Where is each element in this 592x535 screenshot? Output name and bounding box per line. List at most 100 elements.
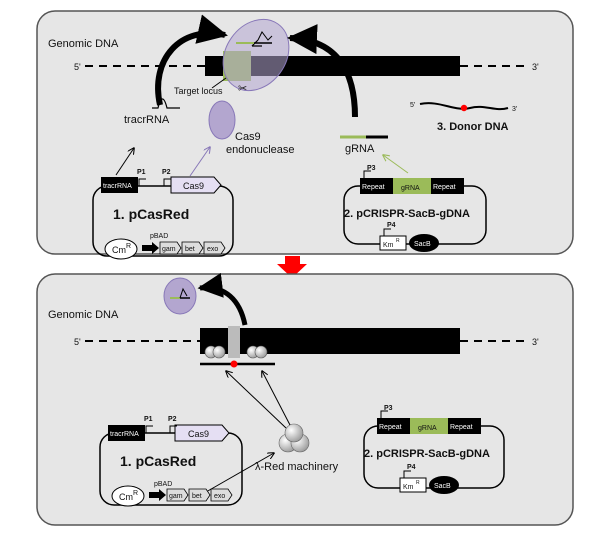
kmr-marker-bottom: [399, 477, 427, 493]
repeat1-box: [360, 178, 393, 194]
pbad-label-bottom: pBAD: [154, 481, 172, 488]
cmr-label: Cm: [112, 245, 126, 255]
cmr-marker: [104, 238, 138, 260]
donor-dna-strand: [419, 102, 509, 111]
pbad-promoter-arrow-bottom: [149, 489, 166, 501]
repeat1-label: Repeat: [362, 184, 385, 191]
plasmid1-name: 1. pCasRed: [113, 206, 189, 222]
cas9-complex-ellipse: [222, 18, 290, 92]
grna-spacer-label: gRNA: [401, 185, 420, 192]
plasmid-to-red-arrow: [205, 453, 274, 493]
pbad-promoter-arrow: [142, 242, 159, 254]
tracrrna-gene-box-bottom: [108, 425, 145, 441]
red-to-site-arrow2: [262, 371, 291, 426]
bet-gene: [181, 241, 204, 255]
genomic-dna-label: Genomic DNA: [48, 38, 119, 50]
grna-spacer-box: [393, 178, 431, 194]
gam-label-bottom: gam: [169, 493, 183, 500]
tracrrna-gene-label: tracrRNA: [103, 183, 132, 190]
incorporated-mutation-dot: [230, 360, 238, 368]
released-cas9-complex: [163, 277, 197, 315]
bet-label: bet: [185, 246, 195, 253]
lambda-red-machinery-icon: [278, 423, 310, 453]
kmr-sup-bottom: R: [416, 480, 420, 486]
p1-promoter-label-bottom: P1: [144, 416, 153, 423]
plasmid-pcrispr-bottom: Repeat gRNA Repeat P3 2. pCRISPR-SacB-gD…: [363, 405, 505, 494]
repeat2-box: [431, 178, 464, 194]
target-locus-label: Target locus: [174, 86, 223, 96]
sacb-label-bottom: SacB: [434, 483, 451, 490]
genome-block-bottom: [200, 328, 460, 354]
kmr-sup: R: [396, 238, 400, 244]
plasmid1-backbone: [92, 185, 234, 257]
p3-promoter-label-bottom: P3: [384, 405, 393, 412]
three-prime-label: 3': [532, 62, 539, 72]
p4-promoter-label-bottom: P4: [407, 464, 416, 471]
repeat1-box-bottom: [377, 418, 410, 434]
donor-five-prime: 5': [410, 102, 415, 109]
repeat1-label-bottom: Repeat: [379, 424, 402, 431]
p2-promoter-label: P2: [162, 169, 171, 176]
transition-arrow: [277, 256, 307, 278]
exo-gene: [203, 241, 226, 255]
three-prime-label-bottom: 3': [532, 337, 539, 347]
donor-three-prime: 3': [512, 106, 517, 113]
beta-protein-left2: [212, 345, 226, 359]
tracrrna-to-target-arrow: [155, 14, 228, 106]
scissors-icon: ✂: [238, 83, 247, 95]
donor-mutation-dot: [460, 104, 468, 112]
p3-expression-arrow: [383, 155, 409, 174]
sacb-label: SacB: [414, 241, 431, 248]
cmr-marker-bottom: [111, 485, 145, 507]
plasmid1-name-bottom: 1. pCasRed: [120, 453, 196, 469]
p1-transcription-arrow: [115, 148, 134, 176]
bet-gene-bottom: [188, 488, 211, 502]
tracrrna-gene-label-bottom: tracrRNA: [110, 431, 139, 438]
genomic-dna-label-bottom: Genomic DNA: [48, 309, 119, 321]
repeat2-box-bottom: [448, 418, 481, 434]
cas9-label-line1: Cas9: [235, 131, 261, 143]
cmr-sup-bottom: R: [133, 490, 138, 497]
cmr-sup: R: [126, 243, 131, 250]
tracrrna-squiggle: [152, 98, 180, 109]
cas9-gene-box: [170, 176, 222, 194]
lambda-red-label: λ-Red machinery: [255, 461, 339, 473]
p4-promoter-label: P4: [387, 222, 396, 229]
plasmid1-backbone-bottom: [99, 432, 243, 506]
tracrrna-label: tracrRNA: [124, 114, 170, 126]
exo-label: exo: [207, 246, 218, 253]
plasmid-pcrispr-top: Repeat gRNA Repeat P3 2. pCRISPR-SacB-gD…: [343, 165, 487, 252]
bet-label-bottom: bet: [192, 493, 202, 500]
release-arrow: [197, 272, 248, 326]
grna-label: gRNA: [345, 143, 375, 155]
top-panel: Genomic DNA 5' 3' ✂ Target locus tracrRN…: [36, 10, 574, 260]
cas9-gene-label: Cas9: [183, 181, 204, 191]
sacb-marker-bottom: [429, 476, 459, 494]
repeat2-label: Repeat: [433, 184, 456, 191]
kmr-marker: [379, 235, 407, 251]
gam-gene: [159, 241, 182, 255]
kmr-label-bottom: Km: [403, 484, 414, 491]
plasmid2-name: 2. pCRISPR-SacB-gDNA: [344, 208, 470, 220]
cas9-gene-label-bottom: Cas9: [188, 429, 209, 439]
gam-gene-bottom: [166, 488, 189, 502]
p2-promoter-label-bottom: P2: [168, 416, 177, 423]
gam-label: gam: [162, 246, 176, 253]
cas9-label-line2: endonuclease: [226, 144, 295, 156]
tracrrna-gene-box: [101, 177, 138, 193]
grna-to-target-arrow: [287, 24, 358, 118]
p3-promoter-label: P3: [367, 165, 376, 172]
exo-gene-bottom: [210, 488, 233, 502]
exo-label-bottom: exo: [214, 493, 225, 500]
grna-spacer-label-bottom: gRNA: [418, 425, 437, 432]
p2-expression-arrow: [189, 147, 210, 177]
plasmid2-name-bottom: 2. pCRISPR-SacB-gDNA: [364, 448, 490, 460]
plasmid-pcasred-bottom: tracrRNA Cas9 P1 P2 1. pCasRed Cm R pBAD…: [99, 416, 243, 507]
red-to-site-arrow1: [226, 371, 287, 429]
five-prime-label-bottom: 5': [74, 337, 81, 347]
donor-dna-label: 3. Donor DNA: [437, 121, 509, 133]
grna-spacer-box-bottom: [410, 418, 448, 434]
repeat2-label-bottom: Repeat: [450, 424, 473, 431]
kmr-label: Km: [383, 242, 394, 249]
five-prime-label: 5': [74, 62, 81, 72]
